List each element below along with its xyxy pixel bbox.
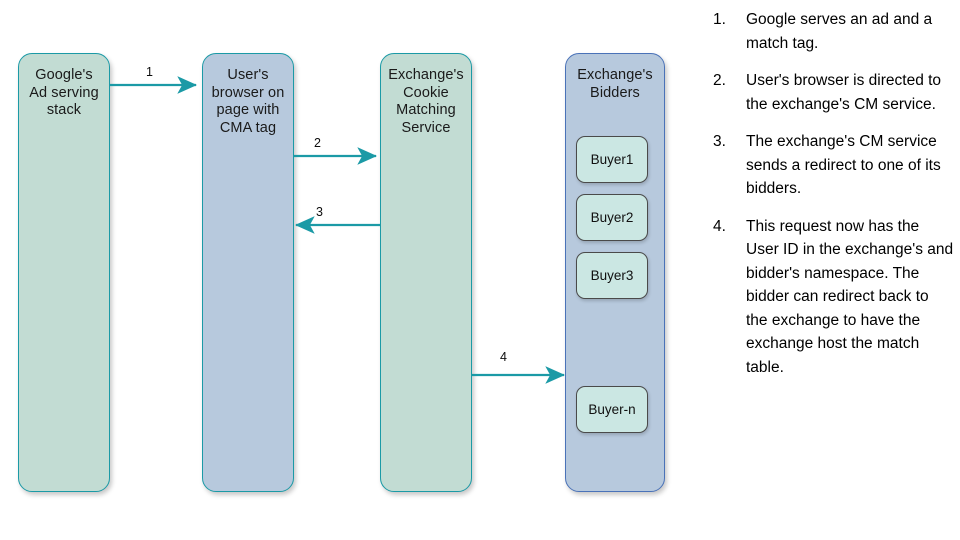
buyer-box-buyer-n[interactable]: Buyer-n	[576, 386, 648, 433]
step-text-2: User's browser is directed to the exchan…	[746, 72, 942, 113]
step-number-2: 2.	[713, 72, 726, 89]
buyer-label-buyer-n: Buyer-n	[588, 402, 636, 417]
steps-list: 1. Google serves an ad and a match tag. …	[706, 8, 954, 393]
node-exchange-cm-service[interactable]: Exchange's Cookie Matching Service	[380, 53, 472, 492]
buyer-box-buyer3[interactable]: Buyer3	[576, 252, 648, 299]
node-label-user-browser: User's browser on page with CMA tag	[211, 67, 285, 136]
list-item: 3. The exchange's CM service sends a red…	[706, 130, 954, 201]
step-text-3: The exchange's CM service sends a redire…	[746, 133, 941, 197]
buyer-label-buyer1: Buyer1	[590, 152, 634, 167]
list-item: 4. This request now has the User ID in t…	[706, 215, 954, 380]
buyer-label-buyer2: Buyer2	[590, 210, 634, 225]
arrow-2-icon	[293, 147, 378, 165]
step-number-3: 3.	[713, 133, 726, 150]
step-text-1: Google serves an ad and a match tag.	[746, 11, 933, 52]
list-item: 2. User's browser is directed to the exc…	[706, 69, 954, 116]
arrow-3-icon	[294, 216, 380, 234]
arrow-3-number: 3	[316, 205, 323, 219]
buyer-box-buyer1[interactable]: Buyer1	[576, 136, 648, 183]
arrow-1-number: 1	[146, 65, 153, 79]
buyer-label-buyer3: Buyer3	[590, 268, 634, 283]
step-number-1: 1.	[713, 11, 726, 28]
node-user-browser[interactable]: User's browser on page with CMA tag	[202, 53, 294, 492]
list-item: 1. Google serves an ad and a match tag.	[706, 8, 954, 55]
arrow-4-number: 4	[500, 350, 507, 364]
buyer-box-buyer2[interactable]: Buyer2	[576, 194, 648, 241]
arrow-1-icon	[109, 76, 198, 94]
step-text-4: This request now has the User ID in the …	[746, 217, 954, 376]
arrow-4-icon	[471, 366, 566, 384]
node-google-ad-serving-stack[interactable]: Google's Ad serving stack	[18, 53, 110, 492]
step-number-4: 4.	[713, 217, 726, 235]
node-label-exchange-cm-service: Exchange's Cookie Matching Service	[388, 67, 464, 136]
arrow-2-number: 2	[314, 136, 321, 150]
node-label-exchange-bidders: Exchange's Bidders	[577, 67, 653, 101]
node-label-google-ad-serving-stack: Google's Ad serving stack	[29, 67, 99, 118]
